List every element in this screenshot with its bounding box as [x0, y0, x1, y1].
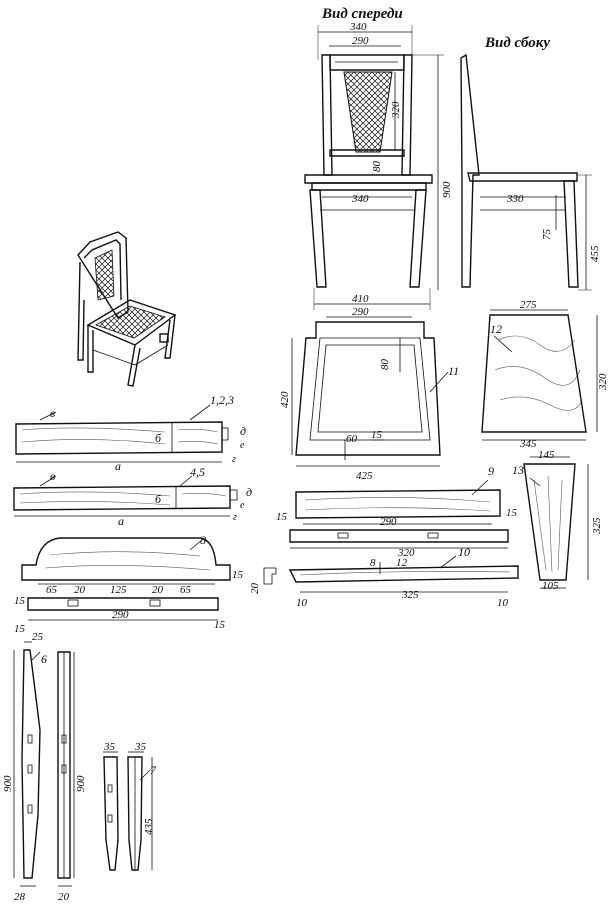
- part7-w-left: 35: [103, 741, 116, 753]
- front-base-width: 410: [352, 293, 369, 305]
- frame11-bottom: 425: [356, 470, 373, 482]
- bar45-b: в: [50, 469, 55, 483]
- part7-label: 7: [150, 763, 157, 777]
- part8-label: 8: [200, 533, 206, 547]
- bar123-mark: б: [155, 431, 162, 445]
- part6-b-right: 20: [58, 891, 70, 903]
- part10-d12: 12: [396, 557, 408, 569]
- part7-w-right: 35: [134, 741, 147, 753]
- part9-d15l: 15: [276, 511, 288, 523]
- part10-d10l: 10: [296, 597, 308, 609]
- part8-d125: 125: [110, 584, 127, 596]
- bar123-g: г: [232, 454, 236, 465]
- bar123-b: в: [50, 406, 55, 420]
- part13-label: 13: [512, 463, 524, 477]
- part9-inner: 290: [380, 516, 397, 528]
- side-view: Вид сбоку 330 75 455: [460, 35, 601, 291]
- part10-d8: 8: [370, 557, 376, 569]
- frame-11: 290 420 80 11 60 15 425: [279, 306, 459, 482]
- part13-height: 325: [591, 517, 603, 535]
- front-seat-width: 340: [351, 193, 369, 205]
- seat12-label: 12: [490, 322, 502, 336]
- part6-h-left: 900: [2, 775, 14, 792]
- front-inner-width: 290: [352, 35, 369, 47]
- bar123-e: е: [240, 440, 245, 451]
- side-seat-depth: 330: [506, 193, 524, 205]
- bar123-label: 1,2,3: [210, 393, 234, 407]
- part8-d65b: 65: [180, 584, 192, 596]
- part8-d20b: 20: [152, 584, 164, 596]
- part-6: 25 6 900 28 900 20: [2, 631, 87, 903]
- part9-label: 9: [488, 464, 494, 478]
- side-seat-height: 455: [589, 245, 601, 262]
- frame11-d15: 15: [371, 429, 383, 441]
- part9-d15r: 15: [506, 507, 518, 519]
- bar45-label: 4,5: [190, 465, 205, 479]
- seat-12: 275 12 320 345: [481, 299, 609, 450]
- bar45-a: а: [118, 514, 124, 528]
- seat12-bottom: 345: [519, 438, 537, 450]
- part9-length: 320: [397, 547, 415, 559]
- front-view: Вид спереди 340 290 320 80 340 900: [304, 6, 453, 310]
- front-height: 900: [441, 181, 453, 198]
- frame11-d60: 60: [346, 433, 358, 445]
- side-rail: 75: [541, 229, 553, 241]
- seat12-side: 320: [597, 373, 609, 391]
- part13-bottom: 105: [542, 580, 559, 592]
- part8-d15r: 15: [232, 569, 244, 581]
- front-view-title: Вид спереди: [321, 6, 403, 22]
- part-10: 20 8 12 10 325 10 10: [249, 545, 519, 609]
- part8-d15br: 15: [214, 619, 226, 631]
- front-top-width: 340: [349, 21, 367, 33]
- part-13: 145 13 325 105: [512, 449, 603, 592]
- part10-length: 325: [401, 589, 419, 601]
- part6-h-right: 900: [75, 775, 87, 792]
- part10-h20: 20: [249, 583, 261, 595]
- bar45-g: г: [233, 512, 237, 523]
- part-8: 8 65 20 125 20 65 15 15 15 15 290: [14, 533, 244, 635]
- bar45-d: д: [246, 485, 252, 499]
- bar-4-5: в б 4,5 д е г а: [13, 465, 252, 528]
- part7-height: 435: [143, 818, 155, 835]
- bar123-d: д: [240, 424, 246, 438]
- bar-1-2-3: в б 1,2,3 д е г а: [15, 393, 246, 473]
- bar45-e: е: [240, 500, 245, 511]
- part-7: 35 35 7 435: [103, 741, 157, 871]
- part8-length: 290: [112, 609, 129, 621]
- bar45-mark: б: [155, 492, 162, 506]
- part-9: 9 15 290 15 320: [276, 464, 518, 559]
- frame11-label: 11: [448, 364, 459, 378]
- part8-d15l: 15: [14, 595, 26, 607]
- bar123-a: а: [115, 459, 121, 473]
- part6-top: 25: [32, 631, 44, 643]
- chair-perspective: [77, 231, 177, 387]
- part8-d15bl: 15: [14, 623, 26, 635]
- side-view-title: Вид сбоку: [484, 35, 550, 51]
- part6-label: 6: [41, 652, 47, 666]
- part8-d20a: 20: [74, 584, 86, 596]
- frame11-rail: 80: [379, 359, 391, 371]
- part13-top: 145: [538, 449, 555, 461]
- part10-label: 10: [458, 545, 470, 559]
- front-back-panel: 320: [390, 101, 402, 119]
- part10-d10r: 10: [497, 597, 509, 609]
- part6-b-left: 28: [14, 891, 26, 903]
- frame11-side: 420: [279, 391, 291, 408]
- front-rail: 80: [371, 161, 383, 173]
- frame11-top: 290: [352, 306, 369, 318]
- seat12-top: 275: [520, 299, 537, 311]
- part8-d65a: 65: [46, 584, 58, 596]
